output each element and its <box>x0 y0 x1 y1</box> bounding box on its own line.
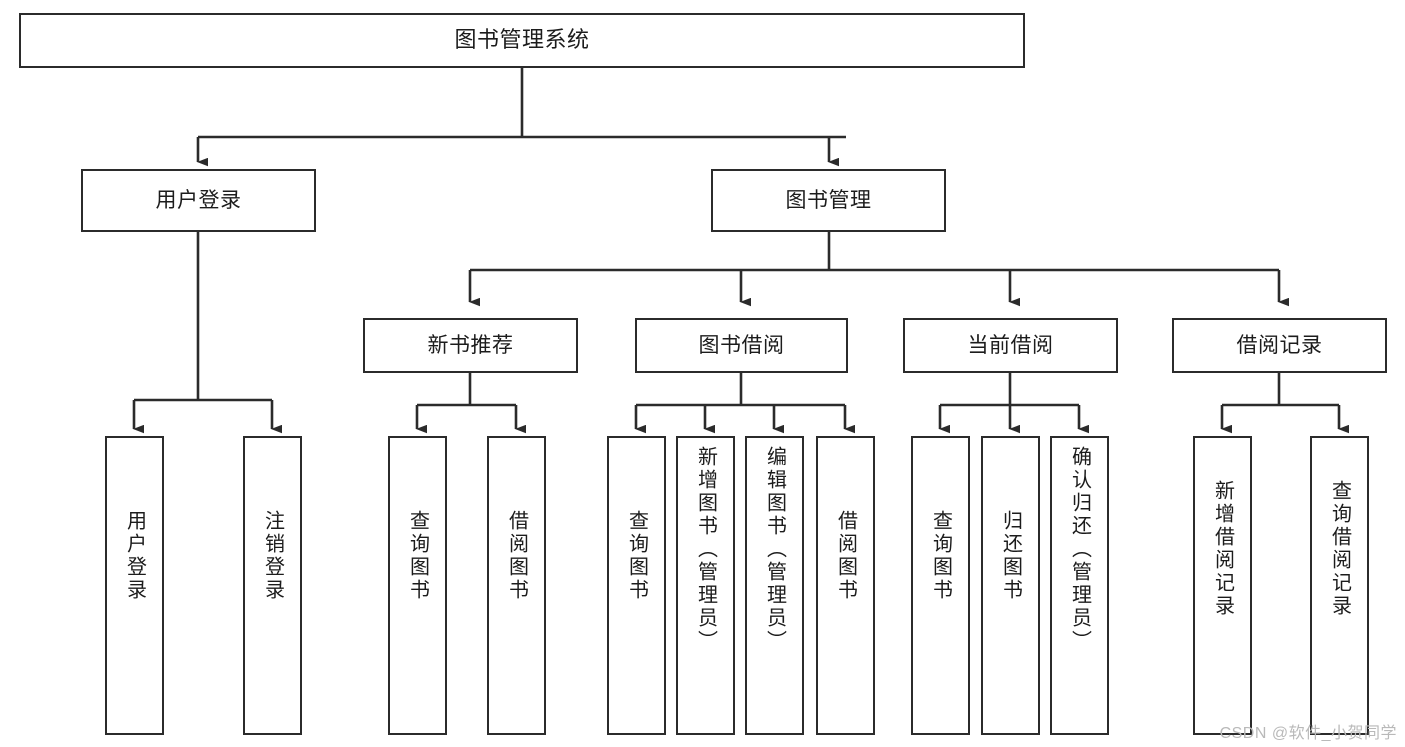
node-leaf-borrow-book-recommendation-label: 借阅图书 <box>505 510 528 602</box>
node-leaf-query-borrow-record[interactable]: 查询借阅记录 <box>1310 436 1369 735</box>
node-leaf-borrow-book-borrow-label: 借阅图书 <box>834 510 857 602</box>
node-book-manage[interactable]: 图书管理 <box>711 169 946 232</box>
node-leaf-add-borrow-record-label: 新增借阅记录 <box>1211 480 1234 618</box>
node-leaf-query-book-recommendation[interactable]: 查询图书 <box>388 436 447 735</box>
node-leaf-edit-book-admin[interactable]: 编辑图书（管理员） <box>745 436 804 735</box>
node-leaf-query-book-current-label: 查询图书 <box>929 510 952 602</box>
node-book-borrow[interactable]: 图书借阅 <box>635 318 848 373</box>
node-leaf-query-book-current[interactable]: 查询图书 <box>911 436 970 735</box>
node-root[interactable]: 图书管理系统 <box>19 13 1025 68</box>
node-leaf-return-book-label: 归还图书 <box>999 510 1022 602</box>
node-leaf-edit-book-admin-label: 编辑图书（管理员） <box>763 446 786 653</box>
node-leaf-logout-label: 注销登录 <box>261 510 284 602</box>
node-leaf-query-book-borrow-label: 查询图书 <box>625 510 648 602</box>
node-user-login-label: 用户登录 <box>155 188 242 212</box>
node-user-login[interactable]: 用户登录 <box>81 169 316 232</box>
node-leaf-user-login[interactable]: 用户登录 <box>105 436 164 735</box>
node-current-borrow-label: 当前借阅 <box>967 333 1054 357</box>
node-borrow-record-label: 借阅记录 <box>1236 333 1323 357</box>
node-leaf-logout[interactable]: 注销登录 <box>243 436 302 735</box>
node-current-borrow[interactable]: 当前借阅 <box>903 318 1118 373</box>
csdn-watermark: CSDN @软件_小贺同学 <box>1219 725 1397 742</box>
node-leaf-query-book-recommendation-label: 查询图书 <box>406 510 429 602</box>
node-leaf-add-book-admin-label: 新增图书（管理员） <box>694 446 717 653</box>
node-new-book-recommendation-label: 新书推荐 <box>427 333 514 357</box>
node-leaf-borrow-book-recommendation[interactable]: 借阅图书 <box>487 436 546 735</box>
node-leaf-borrow-book-borrow[interactable]: 借阅图书 <box>816 436 875 735</box>
node-book-borrow-label: 图书借阅 <box>698 333 785 357</box>
node-leaf-confirm-return-admin-label: 确认归还（管理员） <box>1068 446 1091 653</box>
node-leaf-query-borrow-record-label: 查询借阅记录 <box>1328 480 1351 618</box>
node-leaf-add-borrow-record[interactable]: 新增借阅记录 <box>1193 436 1252 735</box>
node-leaf-confirm-return-admin[interactable]: 确认归还（管理员） <box>1050 436 1109 735</box>
node-leaf-return-book[interactable]: 归还图书 <box>981 436 1040 735</box>
node-borrow-record[interactable]: 借阅记录 <box>1172 318 1387 373</box>
node-root-label: 图书管理系统 <box>454 27 590 53</box>
node-leaf-user-login-label: 用户登录 <box>123 510 146 602</box>
node-leaf-query-book-borrow[interactable]: 查询图书 <box>607 436 666 735</box>
node-new-book-recommendation[interactable]: 新书推荐 <box>363 318 578 373</box>
node-leaf-add-book-admin[interactable]: 新增图书（管理员） <box>676 436 735 735</box>
node-book-manage-label: 图书管理 <box>785 188 872 212</box>
